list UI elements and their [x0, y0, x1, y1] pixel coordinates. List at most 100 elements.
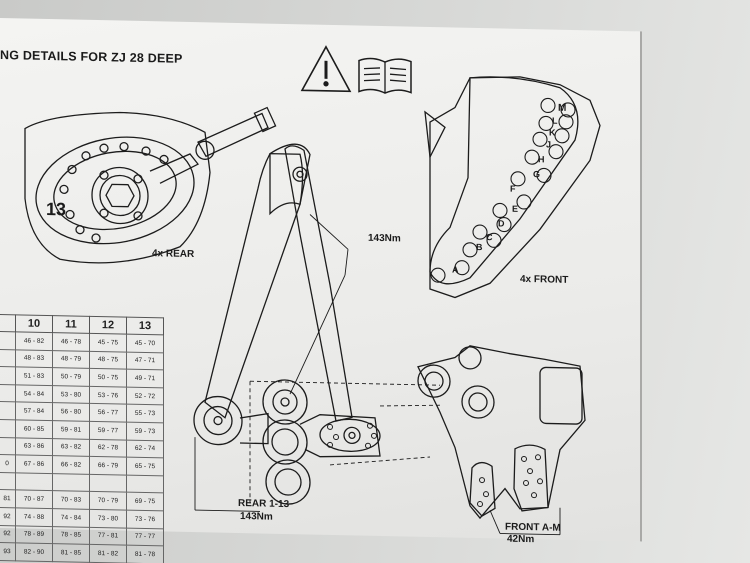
front-letter-k: K [549, 127, 556, 138]
table-cell: 77 - 81 [89, 526, 127, 546]
table-cell: 56 - 80 [52, 402, 90, 422]
table-cell: 65 - 75 [126, 457, 164, 476]
front-mount-drawing [417, 345, 586, 536]
front-pivot-drawing [424, 76, 601, 299]
table-cell: 66 - 79 [89, 456, 127, 475]
table-cell [52, 473, 90, 492]
table-cell [0, 349, 16, 368]
rear-torque-label: 143Nm [240, 511, 273, 523]
table-cell: 46 - 78 [52, 332, 90, 351]
table-cell: 48 - 83 [15, 349, 53, 368]
table-cell: 92 [0, 524, 16, 543]
table-cell: 53 - 80 [52, 385, 90, 404]
table-cell [126, 474, 164, 494]
table-cell: 92 [0, 507, 16, 526]
front-letter-l: L [552, 115, 558, 126]
table-cell: 93 [0, 542, 16, 561]
front-letter-c: C [486, 232, 493, 243]
rear-range-label: REAR 1-13 [238, 497, 290, 511]
table-cell: 77 - 77 [126, 527, 164, 547]
torque-sticker: NG DETAILS FOR ZJ 28 DEEP [0, 18, 642, 563]
table-cell: 59 - 73 [126, 422, 164, 441]
front-letter-g: G [533, 169, 541, 180]
table-cell [0, 437, 16, 455]
front-letter-h: H [538, 154, 545, 165]
front-letter-f: F [510, 183, 516, 194]
table-cell: 45 - 75 [89, 333, 127, 352]
table-cell: 56 - 77 [89, 403, 127, 423]
table-cell: 55 - 73 [126, 404, 164, 423]
table-cell: 62 - 74 [126, 439, 164, 459]
front-torque-label: 42Nm [507, 533, 535, 546]
main-torque-label: 143Nm [368, 232, 401, 245]
table-cell [0, 401, 16, 420]
front-range-label: FRONT A-M [505, 521, 561, 534]
table-cell: 81 - 82 [89, 544, 127, 563]
table-cell [0, 366, 16, 385]
front-letter-j: J [546, 139, 552, 150]
column-header [0, 314, 16, 332]
front-count-label: 4x FRONT [520, 273, 569, 286]
column-header: 12 [89, 316, 127, 335]
table-cell: 63 - 86 [15, 437, 53, 456]
table-cell: 48 - 79 [52, 350, 90, 369]
table-cell: 46 - 82 [15, 331, 53, 351]
table-cell: 78 - 85 [52, 526, 90, 545]
column-header: 10 [15, 314, 53, 333]
table-cell: 50 - 75 [89, 368, 127, 387]
column-header: 11 [52, 315, 90, 334]
table-cell [0, 384, 16, 403]
table-cell: 48 - 75 [89, 350, 127, 370]
table-cell: 49 - 71 [126, 369, 164, 388]
table-cell: 67 - 86 [15, 454, 53, 474]
table-cell: 70 - 83 [52, 490, 90, 510]
linkage-drawing [193, 143, 441, 512]
table-cell: 74 - 84 [52, 508, 90, 527]
warning-icon [300, 45, 352, 93]
table-cell: 54 - 84 [15, 384, 53, 403]
table-cell [0, 472, 16, 491]
table-cell [89, 474, 127, 493]
front-letter-b: B [476, 241, 483, 253]
front-letter-a: A [452, 264, 459, 275]
table-cell: 82 - 90 [15, 542, 53, 562]
table-cell [0, 419, 16, 438]
table-cell: 60 - 85 [15, 419, 53, 439]
front-letter-d: D [498, 218, 505, 229]
table-cell: 78 - 89 [15, 525, 53, 544]
front-letter-e: E [512, 203, 519, 214]
table-cell: 57 - 84 [15, 402, 53, 421]
table-cell: 53 - 76 [89, 386, 127, 405]
sticker-drawings [24, 45, 601, 536]
table-cell: 69 - 75 [126, 492, 164, 511]
table-cell: 70 - 79 [89, 491, 127, 511]
manual-book-icon [358, 57, 412, 94]
table-cell: 73 - 80 [89, 509, 127, 528]
table-cell: 81 - 85 [52, 543, 90, 563]
table-cell: 81 [0, 489, 16, 508]
table-cell: 50 - 79 [52, 367, 90, 387]
rear-pivot-drawing [24, 106, 277, 264]
table-cell: 62 - 78 [89, 438, 127, 458]
table-cell: 51 - 83 [15, 367, 53, 386]
table-cell: 73 - 76 [126, 510, 164, 529]
table-cell: 74 - 88 [15, 507, 53, 527]
front-letter-m: M [558, 102, 567, 114]
table-cell [15, 472, 53, 491]
table-cell: 63 - 82 [52, 438, 90, 457]
table-cell: 47 - 71 [126, 351, 164, 371]
rear-count-label: 4x REAR [152, 248, 195, 261]
column-header: 13 [126, 317, 164, 335]
table-cell: 52 - 72 [126, 386, 164, 406]
table-cell: 81 - 78 [126, 545, 164, 563]
table-cell: 0 [0, 454, 16, 473]
table-cell: 59 - 77 [89, 421, 127, 440]
table-cell: 45 - 70 [126, 334, 164, 353]
rear-detail-number: 13 [46, 198, 67, 220]
table-cell: 66 - 82 [52, 455, 90, 475]
table-cell [0, 331, 16, 350]
table-cell: 59 - 81 [52, 420, 90, 439]
